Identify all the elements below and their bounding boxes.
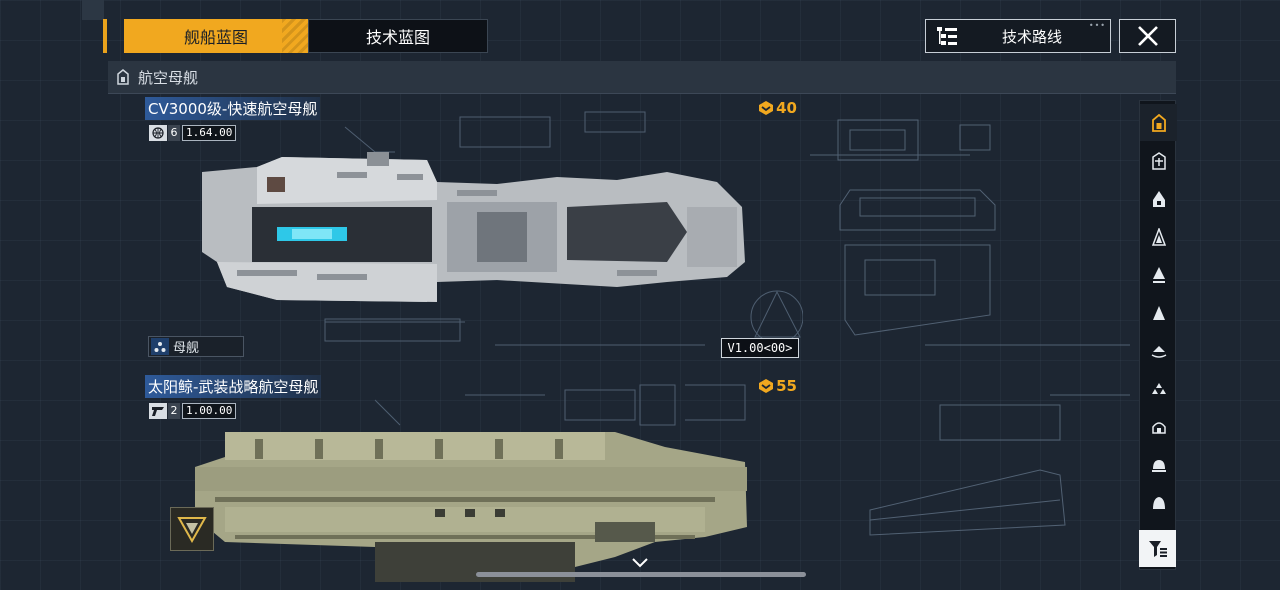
sidebar-item-dome[interactable] — [1140, 408, 1177, 445]
ship-cost: 55 — [758, 377, 797, 395]
sidebar-item-cluster[interactable] — [1140, 370, 1177, 407]
ship-card[interactable]: CV3000级-快速航空母舰 6 1.64.00 40 — [145, 97, 803, 359]
ship-blueprint-lines — [324, 111, 803, 346]
sidebar-item-frigate[interactable] — [1140, 218, 1177, 255]
tech-route-label: 技术路线 — [1002, 27, 1063, 46]
faction-emblem-icon — [177, 517, 207, 543]
ship-card[interactable]: 太阳鲸-武装战略航空母舰 2 1.00.00 55 — [145, 375, 803, 590]
globe-icon — [149, 125, 167, 141]
ship-count: 2 — [168, 403, 180, 419]
fighter-icon — [1152, 305, 1165, 320]
corner-dots: ••• — [1088, 21, 1106, 30]
sidebar-item-fighter[interactable] — [1140, 294, 1177, 331]
sidebar-item-aux[interactable] — [1140, 332, 1177, 369]
filter-button[interactable] — [1139, 530, 1176, 567]
frigate-icon — [1151, 227, 1166, 246]
tech-tree-icon — [937, 27, 957, 45]
ship-image — [202, 152, 745, 302]
carrier-category-icon — [117, 69, 129, 85]
sidebar-item-carrier[interactable] — [1140, 104, 1177, 141]
ship-name: CV3000级-快速航空母舰 — [145, 97, 321, 120]
tab-ship-blueprint[interactable]: 舰船蓝图 — [124, 19, 308, 53]
sidebar-item-destroyer[interactable] — [1140, 180, 1177, 217]
ship-blueprint-lines — [374, 384, 746, 426]
blueprint-schematic — [810, 119, 1130, 536]
dome-icon — [1151, 421, 1166, 434]
ship-type-label: 母舰 — [173, 341, 200, 356]
ship-type-tag: 母舰 — [148, 336, 244, 357]
category-bar: 航空母舰 — [108, 61, 1176, 94]
aux-icon — [1151, 345, 1166, 358]
sidebar-item-bell[interactable] — [1140, 446, 1177, 483]
ship-name: 太阳鲸-武装战略航空母舰 — [145, 375, 322, 398]
ship-cost: 40 — [758, 99, 797, 117]
shield-dome-icon — [1152, 496, 1165, 509]
ship-stats: 2 1.00.00 — [149, 403, 237, 419]
mothership-icon — [151, 338, 169, 355]
ship-size: 1.00.00 — [182, 403, 237, 419]
chevron-down-icon[interactable] — [630, 556, 650, 570]
ship-stats: 6 1.64.00 — [149, 125, 237, 141]
filter-icon — [1148, 540, 1167, 557]
command-cost-icon — [759, 101, 774, 115]
ship-size: 1.64.00 — [182, 125, 237, 141]
tab-tech-blueprint[interactable]: 技术蓝图 — [308, 19, 488, 53]
sidebar-item-shield-dome[interactable] — [1140, 484, 1177, 521]
ship-image — [195, 432, 747, 582]
corvette-icon — [1152, 266, 1165, 283]
destroyer-icon — [1152, 190, 1165, 207]
blueprint-tabs: 舰船蓝图 技术蓝图 — [103, 19, 488, 53]
ship-cost-value: 55 — [776, 377, 797, 395]
ship-cost-value: 40 — [776, 99, 797, 117]
bell-icon — [1151, 459, 1166, 472]
cluster-icon — [1151, 382, 1166, 394]
ship-version: V1.00<00> — [721, 338, 799, 358]
tab-accent-bar — [103, 19, 107, 53]
close-button[interactable] — [1119, 19, 1176, 53]
carrier-icon — [1151, 113, 1166, 132]
sidebar-item-corvette[interactable] — [1140, 256, 1177, 293]
tech-route-button[interactable]: 技术路线 ••• — [925, 19, 1111, 53]
faction-badge — [170, 507, 214, 551]
faction-icon — [149, 403, 167, 419]
ship-count: 6 — [168, 125, 180, 141]
scrollbar[interactable] — [476, 572, 806, 577]
command-cost-icon — [759, 379, 774, 393]
ship-class-sidebar — [1139, 100, 1177, 570]
cruiser-icon — [1151, 151, 1166, 170]
corner-mark — [82, 0, 104, 20]
close-icon — [1137, 26, 1158, 46]
sidebar-item-cruiser[interactable] — [1140, 142, 1177, 179]
category-label: 航空母舰 — [138, 68, 199, 87]
